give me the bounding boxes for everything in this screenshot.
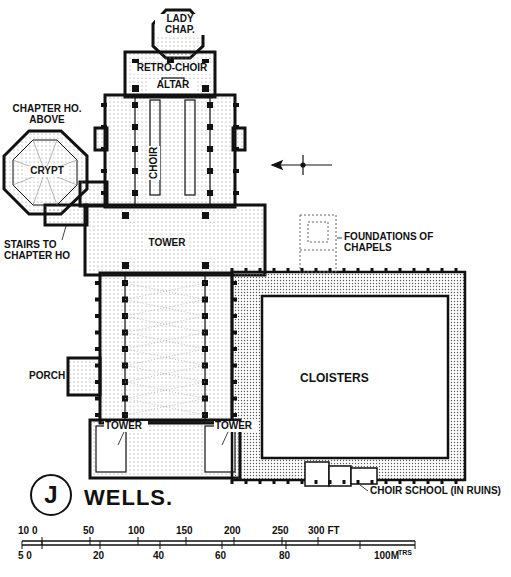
compass	[272, 155, 332, 175]
leader-lines	[62, 226, 368, 491]
scale-number: 10 0	[18, 526, 37, 537]
scale-number: 150	[176, 526, 193, 537]
room-label: PORCH	[29, 371, 69, 382]
room-label: STAIRS TO CHAPTER HO	[4, 240, 94, 261]
choir-school	[305, 462, 377, 486]
vault-lines	[125, 283, 205, 415]
tower-label: TOWER	[104, 421, 148, 432]
scale-number: 100M	[374, 551, 399, 562]
plate-letter: J	[44, 482, 57, 507]
note-label: FOUNDATIONS OF CHAPELS	[344, 232, 454, 253]
scale-number: 60	[215, 551, 226, 562]
room-label: CHAPTER HO. ABOVE	[6, 104, 88, 125]
scale-number: 20	[93, 551, 104, 562]
note-label: CHOIR SCHOOL (IN RUINS)	[370, 486, 508, 497]
room-label: RETRO-CHOIR	[131, 63, 213, 74]
inner-lines	[96, 78, 235, 472]
chapel-foundations	[300, 215, 336, 272]
tower-label: TOWER	[145, 238, 189, 249]
room-label: CHOIR	[149, 146, 160, 180]
scale-number: 100	[128, 526, 145, 537]
area-label: CLOISTERS	[300, 372, 400, 385]
piers	[95, 59, 458, 484]
room-label: CRYPT	[25, 166, 69, 177]
plan-title: WELLS.	[84, 486, 173, 509]
scale-number: 200	[224, 526, 241, 537]
scale-number: TRS	[398, 549, 412, 556]
scale-number: 300 FT	[308, 526, 340, 537]
tower-label: TOWER	[214, 421, 258, 432]
scale-number: 40	[153, 551, 164, 562]
scale-number: 50	[83, 526, 94, 537]
letter-circle: J	[30, 474, 72, 516]
scale-number: 5 0	[18, 551, 32, 562]
chapter-house	[4, 131, 87, 214]
scale-number: 80	[279, 551, 290, 562]
cloisters	[232, 272, 465, 480]
room-label: LADY CHAP.	[155, 14, 205, 35]
scale-bar	[22, 537, 415, 549]
room-label: ALTAR	[149, 80, 197, 91]
scale-number: 250	[272, 526, 289, 537]
